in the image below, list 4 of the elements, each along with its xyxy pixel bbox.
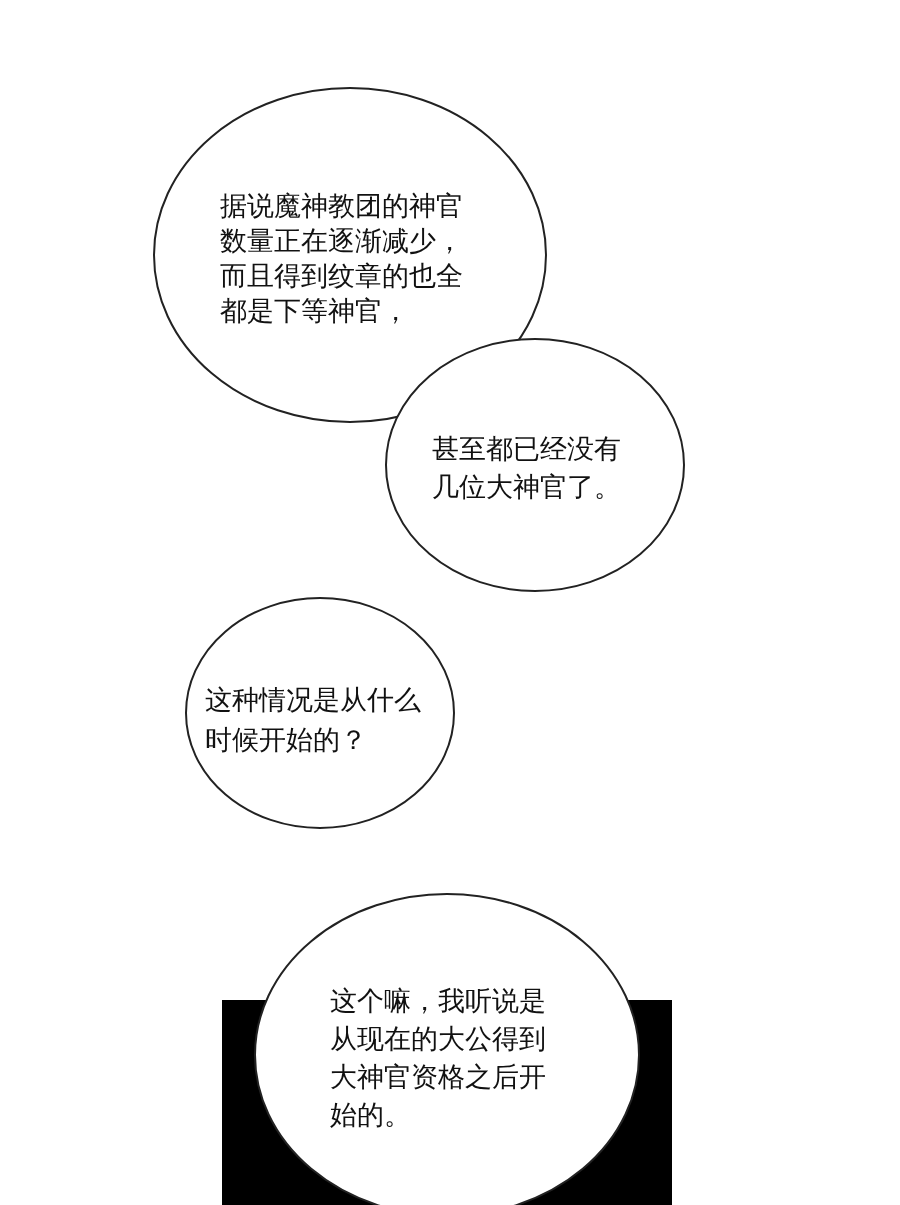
dialogue-text: 这种情况是从什么时候开始的？: [205, 683, 422, 757]
dialogue-text: 这个嘛，我听说是从现在的大公得到大神官资格之后开始的。: [330, 984, 547, 1132]
dialogue-text: 据说魔神教团的神官数量正在逐渐减少，而且得到纹章的也全都是下等神官，: [220, 189, 464, 328]
dialogue-text: 甚至都已经没有几位大神官了。: [432, 432, 622, 504]
